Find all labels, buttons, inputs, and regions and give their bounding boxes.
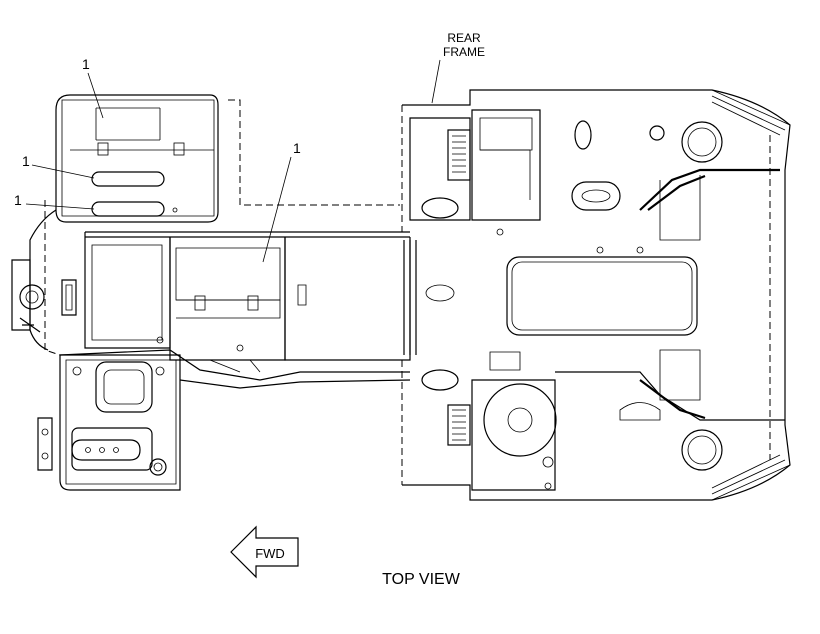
fwd-arrow: FWD — [230, 525, 299, 579]
callout-low-label: 1 — [14, 192, 22, 208]
callout-top-leader — [87, 72, 104, 119]
view-title: TOP VIEW — [382, 571, 461, 588]
rear-frame-label-line2: FRAME — [443, 45, 485, 59]
callout-mid-leader — [31, 164, 95, 179]
rear-frame — [401, 89, 791, 501]
fwd-arrow-icon — [230, 525, 299, 579]
callout-low-leader — [25, 203, 95, 210]
callout-center-leader — [262, 156, 292, 263]
front-frame — [11, 94, 400, 491]
callout-mid-label: 1 — [22, 153, 30, 169]
rear-frame-label-line1: REAR — [447, 31, 481, 45]
center-section — [59, 231, 417, 389]
callouts: 1 1 1 1 — [14, 56, 301, 263]
fwd-label: FWD — [255, 546, 285, 561]
callout-top-label: 1 — [82, 56, 90, 72]
callout-center-label: 1 — [293, 140, 301, 156]
rear-frame-callout: REAR FRAME — [431, 31, 485, 104]
rear-frame-leader — [431, 59, 441, 104]
